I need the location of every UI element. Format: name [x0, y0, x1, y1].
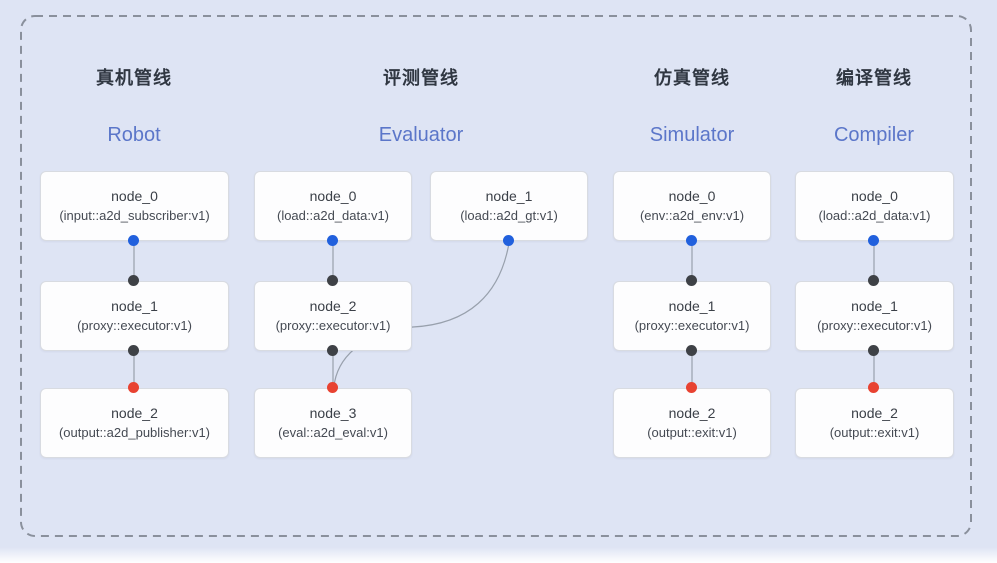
node-simulator-1: node_1 (proxy::executor:v1): [613, 281, 771, 351]
node-name: node_2: [111, 405, 158, 421]
pipeline-title-zh-robot: 真机管线: [96, 68, 172, 88]
port-in-red-icon: [128, 382, 139, 393]
pipeline-title-en-compiler: Compiler: [833, 124, 915, 146]
node-type: (env::a2d_env:v1): [639, 208, 745, 223]
node-name: node_3: [309, 405, 357, 421]
node-name: node_0: [668, 188, 716, 204]
node-compiler-1: node_1 (proxy::executor:v1): [795, 281, 954, 351]
pipeline-title-en-evaluator: Evaluator: [378, 124, 464, 146]
port-out-dark-icon: [128, 345, 139, 356]
node-type: (input::a2d_subscriber:v1): [59, 208, 210, 223]
node-type: (load::a2d_data:v1): [276, 208, 390, 223]
bottom-fade: [0, 547, 997, 563]
node-type: (load::a2d_data:v1): [818, 208, 931, 223]
pipeline-title-zh-evaluator: 评测管线: [383, 68, 459, 88]
node-type: (output::exit:v1): [829, 425, 920, 440]
node-type: (proxy::executor:v1): [275, 318, 391, 333]
node-type: (output::a2d_publisher:v1): [58, 425, 211, 440]
pipeline-title-en-simulator: Simulator: [649, 124, 735, 146]
port-in-dark-icon: [868, 275, 879, 286]
node-name: node_0: [309, 188, 357, 204]
node-compiler-0: node_0 (load::a2d_data:v1): [795, 171, 954, 241]
port-in-dark-icon: [686, 275, 697, 286]
node-name: node_2: [309, 298, 357, 314]
node-robot-2: node_2 (output::a2d_publisher:v1): [40, 388, 229, 458]
pipeline-title-en-robot: Robot: [107, 124, 161, 146]
port-out-blue-icon: [868, 235, 879, 246]
node-type: (proxy::executor:v1): [77, 318, 192, 333]
node-type: (output::exit:v1): [647, 425, 737, 440]
node-type: (eval::a2d_eval:v1): [278, 425, 388, 440]
node-name: node_2: [851, 405, 898, 421]
node-type: (proxy::executor:v1): [634, 318, 750, 333]
port-out-dark-icon: [686, 345, 697, 356]
node-name: node_1: [851, 298, 898, 314]
pipeline-title-zh-simulator: 仿真管线: [654, 68, 730, 88]
port-in-dark-icon: [327, 275, 338, 286]
port-in-red-icon: [327, 382, 338, 393]
port-in-red-icon: [686, 382, 697, 393]
node-robot-0: node_0 (input::a2d_subscriber:v1): [40, 171, 229, 241]
node-evaluator-3: node_3 (eval::a2d_eval:v1): [254, 388, 412, 458]
port-out-dark-icon: [868, 345, 879, 356]
node-name: node_2: [668, 405, 716, 421]
node-name: node_1: [111, 298, 158, 314]
node-evaluator-1: node_1 (load::a2d_gt:v1): [430, 171, 588, 241]
node-name: node_1: [668, 298, 716, 314]
node-name: node_0: [851, 188, 898, 204]
node-name: node_1: [485, 188, 533, 204]
dashed-boundary: [20, 15, 972, 537]
port-out-blue-icon: [128, 235, 139, 246]
node-evaluator-2: node_2 (proxy::executor:v1): [254, 281, 412, 351]
node-robot-1: node_1 (proxy::executor:v1): [40, 281, 229, 351]
node-simulator-2: node_2 (output::exit:v1): [613, 388, 771, 458]
node-type: (load::a2d_gt:v1): [460, 208, 558, 223]
port-out-dark-icon: [327, 345, 338, 356]
port-out-blue-icon: [503, 235, 514, 246]
port-in-dark-icon: [128, 275, 139, 286]
port-in-red-icon: [868, 382, 879, 393]
node-evaluator-0: node_0 (load::a2d_data:v1): [254, 171, 412, 241]
node-compiler-2: node_2 (output::exit:v1): [795, 388, 954, 458]
node-simulator-0: node_0 (env::a2d_env:v1): [613, 171, 771, 241]
node-name: node_0: [111, 188, 158, 204]
edge-evaluator-n1-n3-curve: [333, 242, 510, 387]
node-type: (proxy::executor:v1): [817, 318, 932, 333]
pipeline-title-zh-compiler: 编译管线: [836, 68, 912, 88]
port-out-blue-icon: [327, 235, 338, 246]
port-out-blue-icon: [686, 235, 697, 246]
